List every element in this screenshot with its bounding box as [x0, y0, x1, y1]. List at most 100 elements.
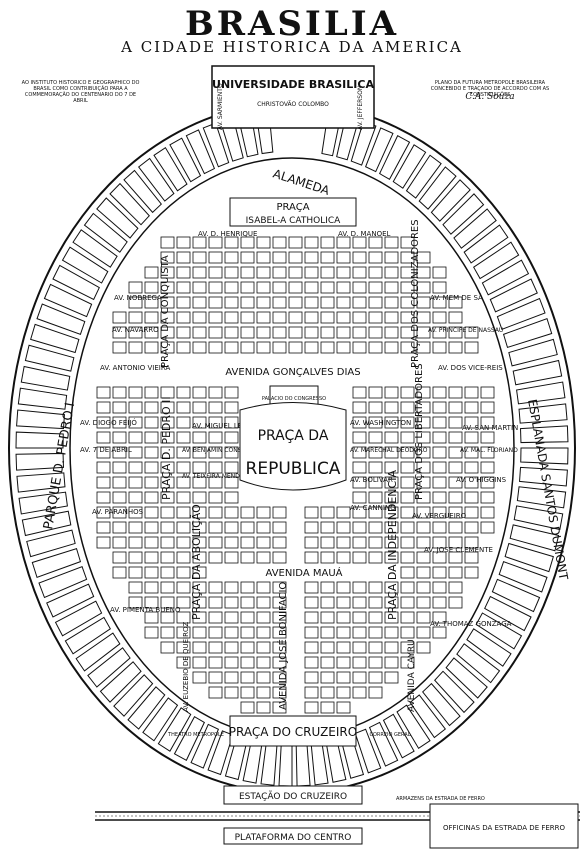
city-block	[256, 506, 271, 519]
city-block	[256, 581, 271, 594]
city-block	[256, 656, 271, 669]
city-block	[368, 401, 383, 414]
city-block	[416, 326, 431, 339]
praca-da-label: PRAÇA DA	[258, 428, 329, 444]
city-block	[208, 281, 223, 294]
city-block	[176, 611, 191, 624]
city-block	[336, 581, 351, 594]
city-block	[176, 386, 191, 399]
city-block	[96, 506, 111, 519]
city-block	[176, 251, 191, 264]
city-block	[256, 686, 271, 699]
city-block	[464, 446, 479, 459]
city-block	[384, 341, 399, 354]
city-block	[336, 266, 351, 279]
city-block	[240, 296, 255, 309]
city-block	[240, 596, 255, 609]
city-block	[368, 686, 383, 699]
christovao-label: CHRISTOVÃO COLOMBO	[257, 101, 329, 108]
city-block	[384, 266, 399, 279]
city-block	[112, 386, 127, 399]
av-clemente-label: AV. JOSE CLEMENTE	[424, 546, 493, 554]
city-block	[352, 311, 367, 324]
city-block	[416, 551, 431, 564]
city-block	[320, 326, 335, 339]
city-block	[160, 551, 175, 564]
city-block	[256, 326, 271, 339]
av-san-martin-label: AV. SAN MARTIN	[462, 424, 518, 432]
city-block	[400, 476, 415, 489]
city-block	[128, 596, 143, 609]
city-block	[368, 296, 383, 309]
ring-block	[368, 721, 399, 767]
city-block	[368, 461, 383, 474]
city-block	[224, 626, 239, 639]
city-block	[464, 566, 479, 579]
libertadores-label: PRAÇA DOS LIBERTADORES	[414, 363, 425, 500]
city-block	[288, 281, 303, 294]
city-block	[384, 626, 399, 639]
ring-block	[54, 600, 103, 637]
city-block	[240, 236, 255, 249]
city-block	[384, 311, 399, 324]
city-block	[96, 431, 111, 444]
city-block	[176, 521, 191, 534]
av-navarro-label: AV. NAVARRO	[112, 326, 159, 334]
city-block	[320, 701, 335, 714]
city-block	[176, 446, 191, 459]
city-block	[352, 581, 367, 594]
city-block	[144, 446, 159, 459]
ring-block	[509, 524, 560, 552]
city-block	[224, 431, 239, 444]
city-block	[256, 551, 271, 564]
city-block	[400, 506, 415, 519]
city-block	[320, 641, 335, 654]
city-block	[160, 431, 175, 444]
city-block	[320, 596, 335, 609]
city-block	[368, 626, 383, 639]
city-block	[128, 296, 143, 309]
city-block	[464, 476, 479, 489]
city-block	[304, 581, 319, 594]
city-block	[304, 326, 319, 339]
city-block	[448, 551, 463, 564]
city-block	[208, 446, 223, 459]
city-block	[240, 311, 255, 324]
city-block	[464, 431, 479, 444]
city-block	[384, 596, 399, 609]
city-block	[480, 461, 495, 474]
city-block	[208, 596, 223, 609]
city-block	[160, 581, 175, 594]
city-block	[304, 296, 319, 309]
city-block	[400, 611, 415, 624]
city-block	[416, 641, 431, 654]
city-block	[416, 581, 431, 594]
city-block	[464, 491, 479, 504]
city-block	[336, 326, 351, 339]
independencia-label: PRAÇA DA INDEPENDENCIA	[386, 470, 399, 620]
city-block	[320, 506, 335, 519]
city-block	[352, 536, 367, 549]
city-block	[160, 236, 175, 249]
city-block	[416, 566, 431, 579]
city-block	[160, 266, 175, 279]
city-block	[96, 446, 111, 459]
city-block	[208, 641, 223, 654]
city-block	[400, 341, 415, 354]
city-block	[224, 386, 239, 399]
map-title: BRASILIA	[184, 4, 400, 44]
city-block	[336, 701, 351, 714]
city-block	[240, 671, 255, 684]
city-block	[208, 266, 223, 279]
city-block	[160, 461, 175, 474]
city-block	[352, 266, 367, 279]
city-block	[400, 446, 415, 459]
city-block	[192, 311, 207, 324]
city-block	[224, 551, 239, 564]
city-block	[368, 611, 383, 624]
ring-block	[123, 169, 162, 214]
city-block	[192, 326, 207, 339]
colonizadores-label: PRAÇA DOS COLONIZADORES	[410, 219, 421, 368]
city-block	[352, 281, 367, 294]
dedication-note: AO INSTITUTO HISTORICO E GEOGRAPHICO DO …	[21, 80, 140, 104]
